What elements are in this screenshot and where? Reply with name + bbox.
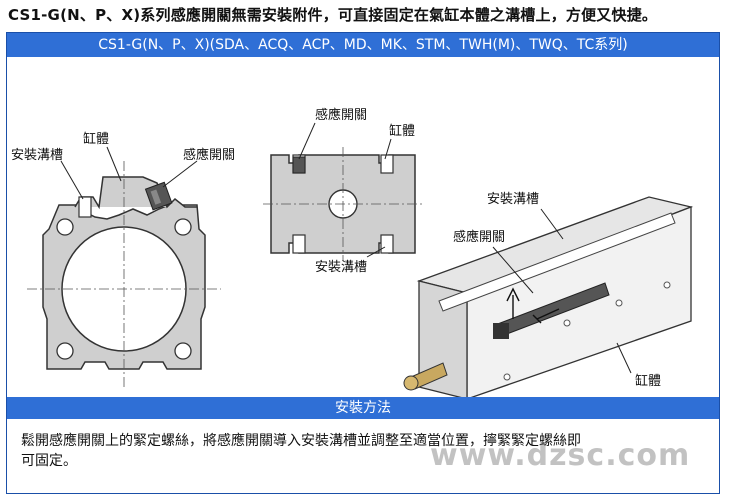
installation-diagram: 安裝溝槽 缸體 感應開關 感應開關 缸體 安裝溝槽 [11,107,694,397]
middle-switch [292,156,306,174]
left-hole-bl [56,342,74,360]
left-top-profile [74,176,197,210]
left-hole-tl [56,218,74,236]
middle-label-body: 缸體 [389,123,415,139]
right-3d-cylinder: 安裝溝槽 感應開關 缸體 [403,192,694,397]
middle-profile: 感應開關 缸體 安裝溝槽 [263,107,423,275]
left-hole-tr [174,218,192,236]
left-cross-section: 安裝溝槽 缸體 感應開關 [11,131,235,387]
right-switch-end [493,323,509,339]
middle-groove-bottom-right [380,234,394,254]
section-heading: 安裝方法 [7,397,719,419]
series-heading: CS1-G(N、P、X)(SDA、ACQ、ACP、MD、MK、STM、TWH(M… [7,33,719,57]
middle-label-switch: 感應開關 [315,107,367,123]
page-title: CS1-G(N、P、X)系列感應開關無需安裝附件，可直接固定在氣缸本體之溝槽上，… [8,6,658,24]
left-switch [144,181,173,211]
left-hole-br [174,342,192,360]
left-label-switch: 感應開關 [183,147,235,163]
watermark: www.dzsc.com [430,438,691,473]
right-label-groove: 安裝溝槽 [487,192,539,207]
right-label-switch: 感應開關 [453,229,505,245]
middle-label-groove: 安裝溝槽 [315,260,367,275]
description-line-1: 鬆開感應開關上的緊定螺絲，將感應開關導入安裝溝槽並調整至適當位置，擰緊緊定螺絲即 [21,433,581,449]
left-label-body: 缸體 [83,131,109,147]
middle-groove-top-right [380,154,394,174]
description-line-2: 可固定。 [21,453,77,469]
middle-groove-bottom-left [292,234,306,254]
installation-description: 鬆開感應開關上的緊定螺絲，將感應開關導入安裝溝槽並調整至適當位置，擰緊緊定螺絲即… [21,431,711,471]
left-label-groove: 安裝溝槽 [11,148,63,163]
diagram-panel: CS1-G(N、P、X)(SDA、ACQ、ACP、MD、MK、STM、TWH(M… [6,32,720,494]
right-label-body: 缸體 [635,373,661,389]
left-groove [78,196,92,218]
right-groove [438,212,676,312]
